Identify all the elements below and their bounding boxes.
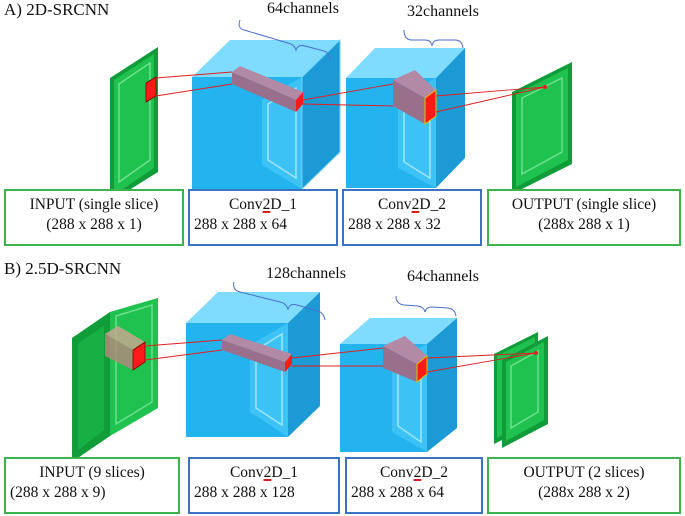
conv-block-b1 — [186, 292, 320, 437]
conv-box-b2-name-pre: Conv — [379, 464, 414, 481]
input-box-b: INPUT (9 slices) (288 x 288 x 9) — [4, 457, 180, 514]
section-title-a: A) 2D-SRCNN — [4, 0, 110, 19]
connectors-b — [144, 339, 538, 373]
channels-label-a2: 32channels — [407, 3, 479, 20]
conv-box-b1-name-pre: Conv — [229, 464, 264, 481]
input-box-a: INPUT (single slice) (288 x 288 x 1) — [4, 189, 184, 246]
conv-box-a1: Conv2D_1 288 x 288 x 64 — [188, 189, 338, 246]
output-stack-b — [494, 332, 548, 448]
conv-box-a2-line1: Conv2D_2 — [344, 195, 480, 215]
section-title-b: B) 2.5D-SRCNN — [4, 259, 122, 278]
conv-box-a2-name-post: D_2 — [419, 196, 447, 213]
output-box-b-line1: OUTPUT (2 slices) — [523, 464, 645, 481]
input-box-b-line2: (288 x 288 x 9) — [10, 484, 106, 501]
conv-box-b1-line2: 288 x 288 x 128 — [194, 484, 295, 501]
input-box-a-line1: INPUT (single slice) — [29, 196, 159, 213]
connectors-a — [155, 71, 547, 113]
channels-label-a1: 64channels — [267, 0, 339, 17]
conv-box-a1-line2: 288 x 288 x 64 — [194, 216, 287, 233]
conv-box-a2: Conv2D_2 288 x 288 x 32 — [342, 189, 482, 246]
input-box-a-line2: (288 x 288 x 1) — [46, 216, 142, 233]
output-box-a: OUTPUT (single slice) (288x 288 x 1) — [487, 189, 681, 246]
channel-brace-a1 — [238, 19, 331, 61]
input-box-b-line1: INPUT (9 slices) — [39, 464, 145, 481]
conv-box-a2-name-mark: 2 — [411, 196, 420, 213]
conv-box-a2-name-pre: Conv — [377, 196, 412, 213]
output-box-a-line2: (288x 288 x 1) — [538, 216, 630, 233]
conv-block-a1 — [192, 38, 341, 191]
conv-box-b1: Conv2D_1 288 x 288 x 128 — [188, 457, 340, 514]
conv-box-b1-line1: Conv2D_1 — [190, 463, 338, 483]
output-box-b-line2: (288x 288 x 2) — [538, 484, 630, 501]
conv-box-b1-name-post: D_1 — [271, 464, 299, 481]
channel-brace-a2 — [403, 29, 464, 49]
conv-block-b2 — [340, 318, 457, 452]
output-box-a-line1: OUTPUT (single slice) — [511, 196, 657, 213]
conv-box-b2-name-post: D_2 — [421, 464, 449, 481]
conv-box-b2-line2: 288 x 288 x 64 — [351, 484, 444, 501]
conv-box-b1-name-mark: 2 — [263, 464, 272, 481]
channels-label-b2: 64channels — [407, 268, 479, 285]
conv-box-a1-name-pre: Conv — [228, 196, 263, 213]
channel-brace-b1 — [233, 281, 326, 321]
channel-brace-b2 — [395, 295, 457, 317]
input-stack-b — [72, 298, 158, 462]
output-slice-a — [512, 62, 572, 194]
conv-box-a2-line2: 288 x 288 x 32 — [348, 216, 441, 233]
conv-box-b2: Conv2D_2 288 x 288 x 64 — [345, 457, 483, 514]
input-slice-a — [110, 47, 158, 202]
conv-box-b2-line1: Conv2D_2 — [347, 463, 481, 483]
channels-label-b1: 128channels — [266, 265, 346, 282]
conv-box-b2-name-mark: 2 — [413, 464, 422, 481]
conv-box-a1-name-mark: 2 — [262, 196, 271, 213]
conv-box-a1-name-post: D_1 — [270, 196, 298, 213]
conv-box-a1-line1: Conv2D_1 — [190, 195, 336, 215]
conv-block-a2 — [346, 48, 465, 188]
output-box-b: OUTPUT (2 slices) (288x 288 x 2) — [487, 457, 681, 514]
